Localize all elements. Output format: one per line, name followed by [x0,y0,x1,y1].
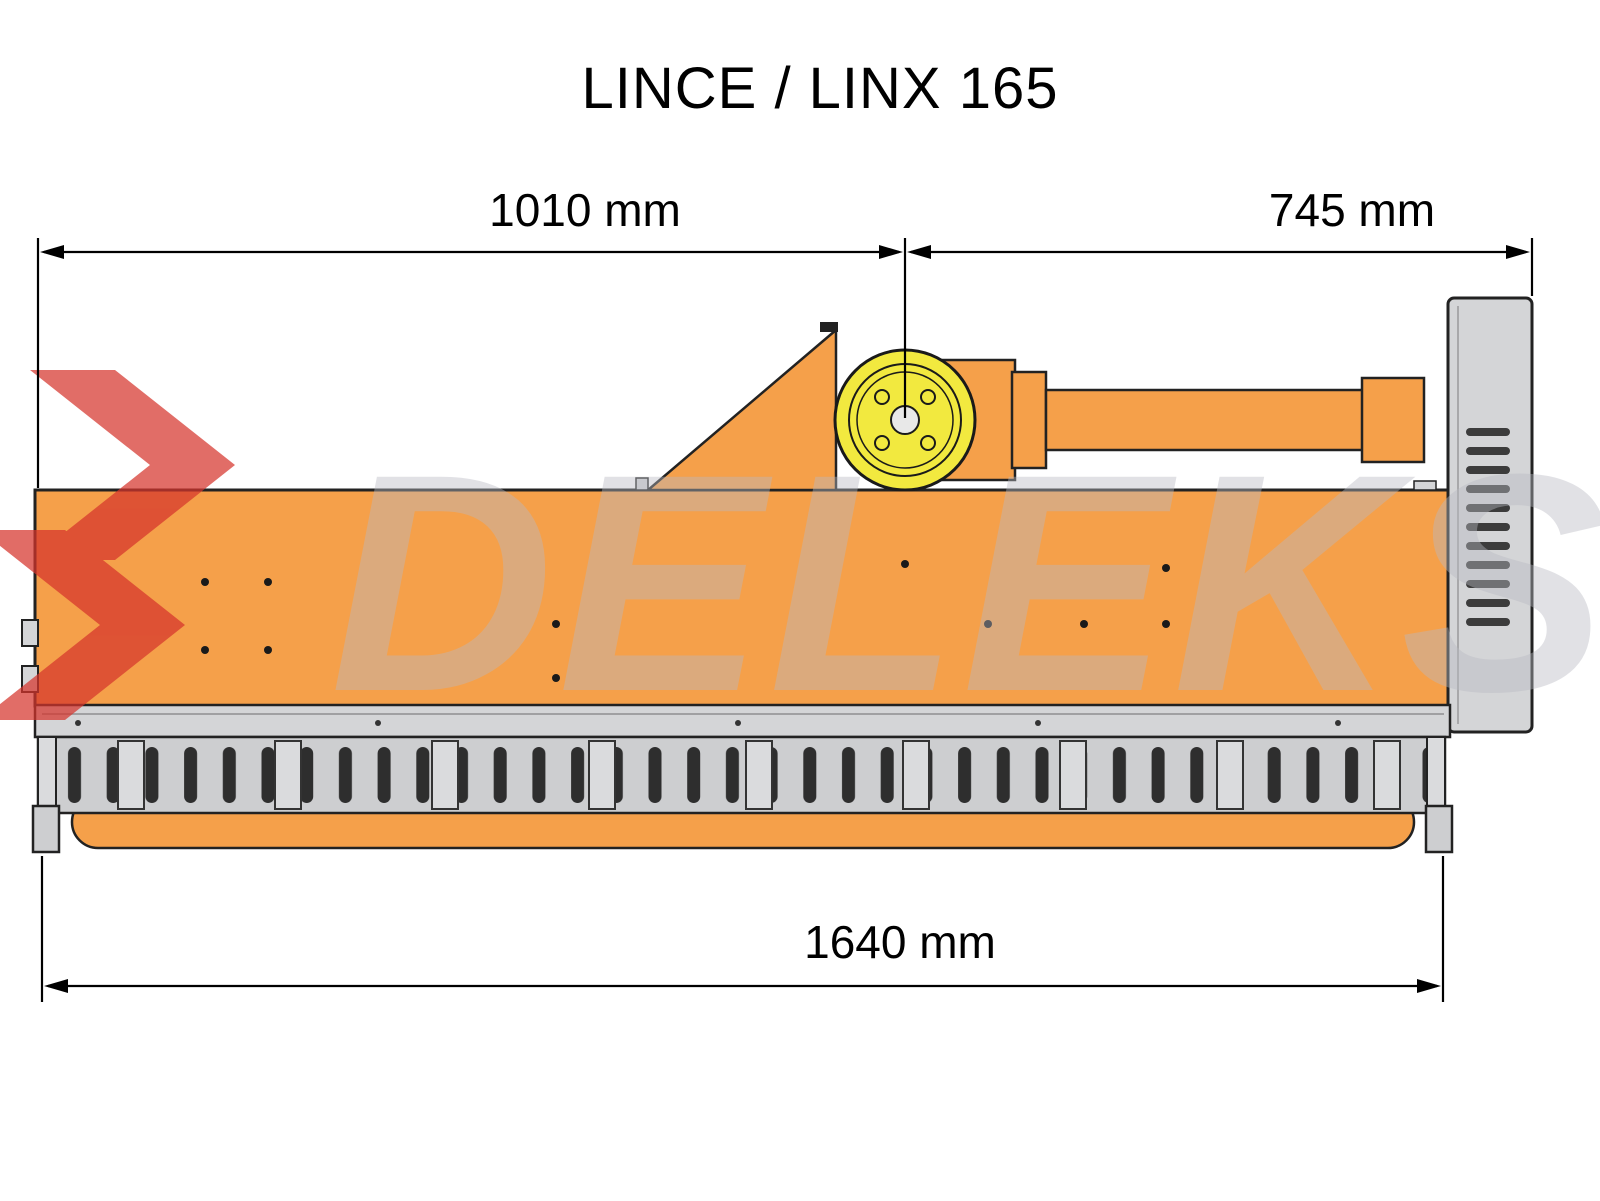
machine-drawing [21,296,1534,854]
pulley-bolt [874,389,890,405]
pto-pulley [833,348,977,492]
skid-shoe-right [1424,804,1454,854]
vent-slots [1466,428,1510,626]
dimensions [36,238,1534,1002]
shaft-end-bearing [1360,376,1426,464]
skid-shoe-left [31,804,61,854]
diagram-title: LINCE / LINX 165 [582,56,1059,121]
guard-left-cap [37,736,57,814]
deleks-logo-chevrons [0,370,235,720]
side-plate [1446,296,1534,734]
dim-label-1640: 1640 mm [804,916,996,968]
dim-label-745: 745 mm [1269,184,1435,236]
arrowheads [40,245,1530,993]
triangle-top-bracket [820,322,838,332]
body-top-tab [1413,480,1437,491]
watermark-text: DELEKS [330,409,1600,756]
dim-label-1010: 1010 mm [489,184,681,236]
watermark: DELEKS [0,370,1600,756]
pulley-bolt [920,389,936,405]
pulley-bolt [920,435,936,451]
shaft-coupling [1010,370,1048,470]
body-bolt-dots [201,560,1170,682]
body-top-hook [635,477,649,491]
hinge-bolts [75,720,1341,726]
main-body-panel [33,488,1452,708]
drive-shaft [1044,388,1378,452]
guard-posts [117,740,1401,810]
pulley-bolt [874,435,890,451]
